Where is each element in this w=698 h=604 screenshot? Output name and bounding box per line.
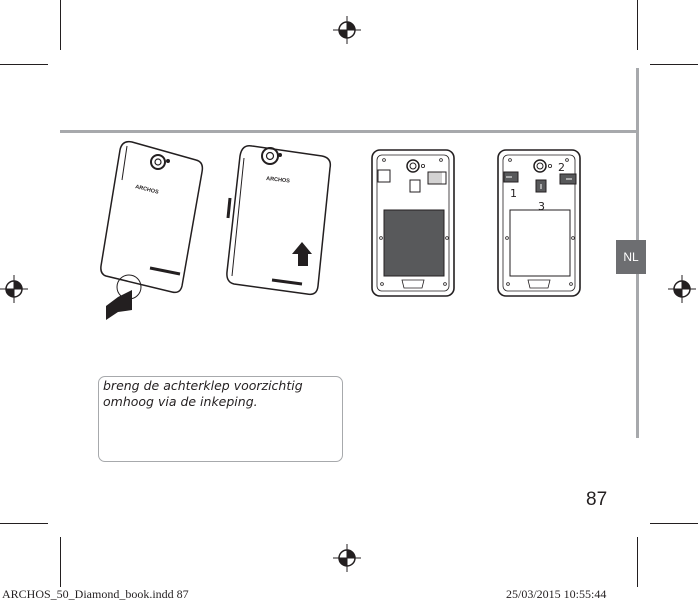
step-illustration-2: ARCHOS [222, 138, 342, 318]
brand-label: ARCHOS [135, 184, 160, 196]
crop-mark-top-left-horizontal [0, 64, 48, 65]
registration-mark-left [0, 275, 28, 303]
registration-mark-top [333, 16, 361, 44]
section-rule [60, 130, 638, 133]
slot-label: 1 [510, 187, 517, 200]
language-tab: NL [616, 240, 646, 274]
crop-mark-bottom-left-horizontal [0, 523, 48, 524]
slug-timestamp: 25/03/2015 10:55:44 [506, 587, 607, 601]
slot-label: 2 [558, 161, 565, 174]
registration-mark-right [668, 275, 696, 303]
crop-mark-top-right-horizontal [650, 64, 698, 65]
crop-mark-top-right-vertical [637, 0, 638, 50]
brand-label: ARCHOS [266, 176, 291, 184]
step-illustration-3 [368, 148, 458, 303]
slot-label: 3 [538, 200, 545, 213]
crop-mark-bottom-right-vertical [637, 537, 638, 587]
slug-filename: ARCHOS_50_Diamond_book.indd 87 [2, 587, 189, 601]
caption-text: breng de achterklep voorzichtig omhoog v… [103, 378, 303, 409]
crop-mark-top-left-vertical [60, 0, 61, 50]
step-illustration-1: ARCHOS [98, 140, 208, 330]
step-illustration-4: 1 2 3 [494, 148, 590, 303]
caption-box: breng de achterklep voorzichtig omhoog v… [98, 376, 343, 462]
page-number: 87 [586, 489, 608, 510]
registration-mark-bottom [333, 544, 361, 572]
crop-mark-bottom-right-horizontal [650, 523, 698, 524]
crop-mark-bottom-left-vertical [60, 537, 61, 587]
